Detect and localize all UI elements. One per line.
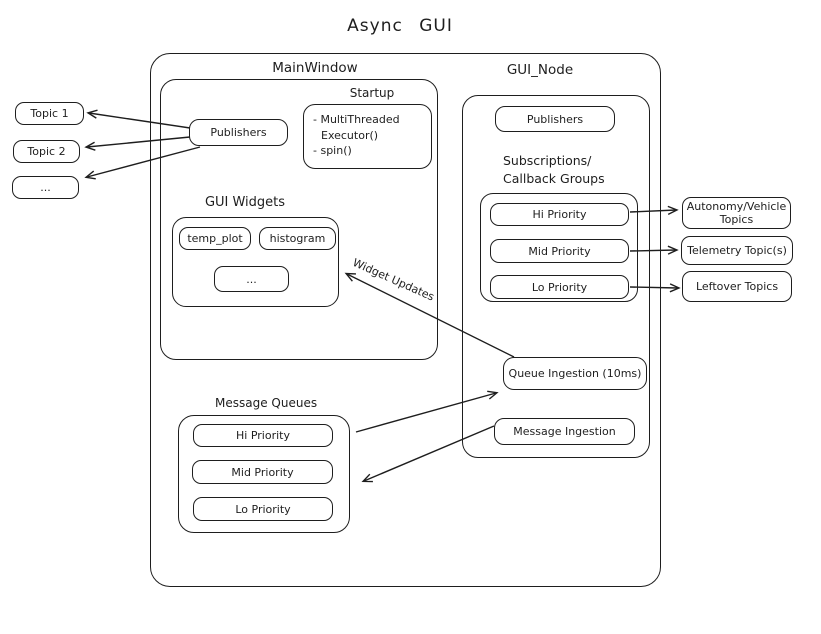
- mainwindow-label: MainWindow: [272, 60, 358, 76]
- widget-temp-plot-box: temp_plot: [179, 227, 251, 250]
- subscription-lo-priority-box: Lo Priority: [490, 275, 629, 299]
- startup-line-3: - spin(): [313, 144, 352, 157]
- subscription-hi-priority-box: Hi Priority: [490, 203, 629, 226]
- queue-hi-priority-box: Hi Priority: [193, 424, 333, 447]
- startup-line-2: Executor(): [321, 128, 379, 142]
- message-ingestion-box: Message Ingestion: [494, 418, 635, 445]
- startup-label: Startup: [349, 86, 395, 100]
- gui-node-publishers-box: Publishers: [495, 106, 615, 132]
- queue-ingestion-box: Queue Ingestion (10ms): [503, 357, 647, 390]
- topic-more-box: ...: [12, 176, 79, 199]
- autonomy-vehicle-topics-box: Autonomy/Vehicle Topics: [682, 197, 791, 229]
- startup-box: [303, 104, 432, 169]
- topic-2-box: Topic 2: [13, 140, 80, 163]
- telemetry-topics-box: Telemetry Topic(s): [681, 236, 793, 265]
- leftover-topics-box: Leftover Topics: [682, 271, 792, 302]
- queue-lo-priority-box: Lo Priority: [193, 497, 333, 521]
- diagram-title: Async GUI: [347, 16, 453, 36]
- widget-more-box: ...: [214, 266, 289, 292]
- subscriptions-label: Subscriptions/ Callback Groups: [503, 153, 605, 186]
- widget-histogram-box: histogram: [259, 227, 336, 250]
- startup-line-1: - MultiThreaded: [313, 113, 400, 126]
- mainwindow-publishers-box: Publishers: [189, 119, 288, 146]
- subscription-mid-priority-box: Mid Priority: [490, 239, 629, 263]
- startup-text: - MultiThreaded Executor() - spin(): [313, 112, 400, 159]
- message-queues-label: Message Queues: [215, 396, 318, 410]
- queue-mid-priority-box: Mid Priority: [192, 460, 333, 484]
- gui-node-label: GUI_Node: [506, 62, 574, 78]
- topic-1-box: Topic 1: [15, 102, 84, 125]
- gui-widgets-label: GUI Widgets: [204, 195, 286, 210]
